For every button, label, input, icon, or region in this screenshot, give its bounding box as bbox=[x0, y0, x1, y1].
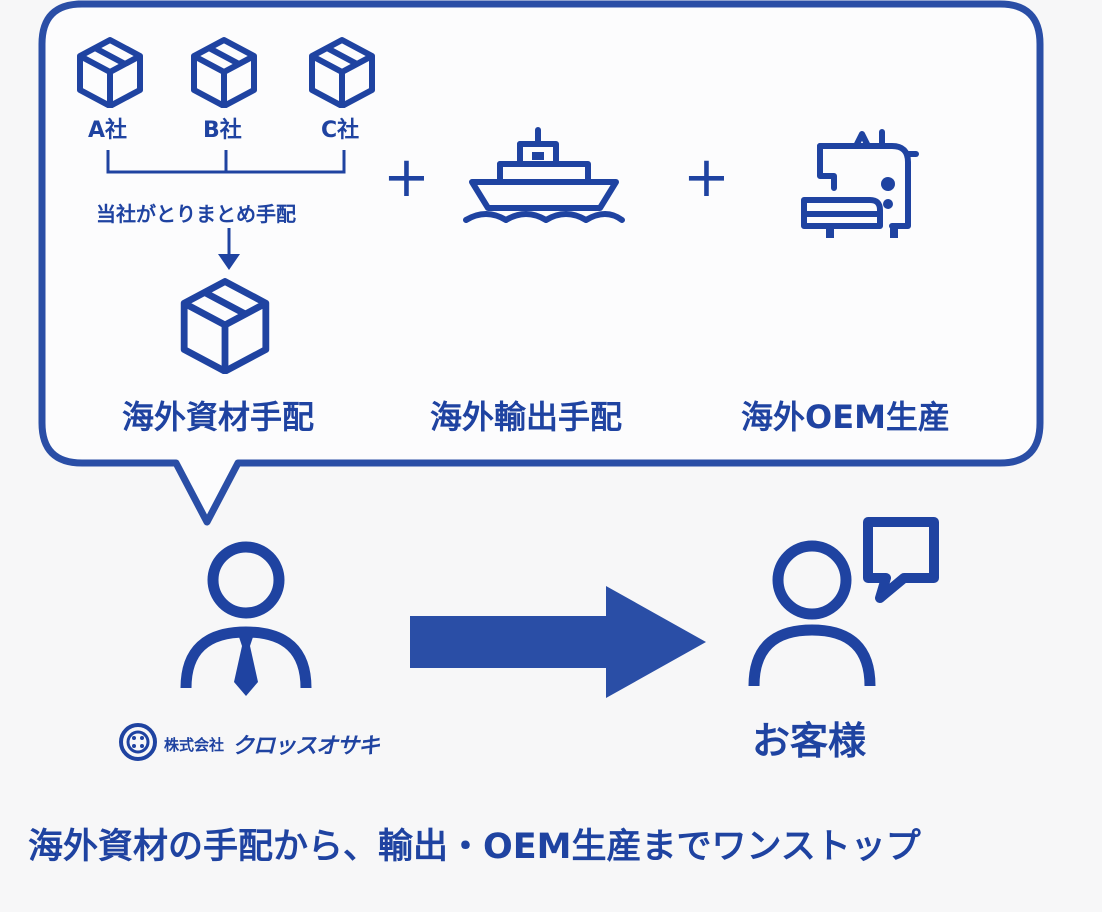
logo-small-text: 株式会社 bbox=[164, 736, 225, 754]
speech-bubble-icon bbox=[863, 517, 939, 603]
businessman-icon bbox=[180, 541, 312, 696]
logo-name-text: クロッスオサキ bbox=[232, 734, 380, 759]
plus-sign: + bbox=[383, 145, 430, 210]
customer-label: お客様 bbox=[752, 719, 867, 763]
box-icon bbox=[191, 37, 257, 108]
service-label-oem: 海外OEM生産 bbox=[741, 398, 950, 436]
bracket-connector bbox=[106, 150, 346, 174]
company-b-label: B社 bbox=[203, 118, 242, 143]
box-icon bbox=[77, 37, 143, 108]
box-icon bbox=[180, 278, 270, 374]
down-arrow-icon bbox=[218, 228, 240, 270]
box-icon bbox=[309, 37, 375, 108]
consolidation-label: 当社がとりまとめ手配 bbox=[96, 202, 296, 226]
tagline: 海外資材の手配から、輸出・OEM生産までワンストップ bbox=[28, 827, 921, 867]
ship-icon bbox=[463, 127, 625, 223]
service-label-materials: 海外資材手配 bbox=[122, 398, 315, 436]
sewing-machine-icon bbox=[801, 129, 919, 238]
logo-icon bbox=[119, 723, 157, 761]
customer-icon bbox=[748, 517, 939, 687]
service-label-export: 海外輸出手配 bbox=[430, 398, 623, 436]
plus-sign: + bbox=[683, 145, 730, 210]
company-a-label: A社 bbox=[88, 118, 128, 143]
arrow-right-icon bbox=[410, 586, 706, 698]
company-c-label: C社 bbox=[321, 118, 360, 143]
